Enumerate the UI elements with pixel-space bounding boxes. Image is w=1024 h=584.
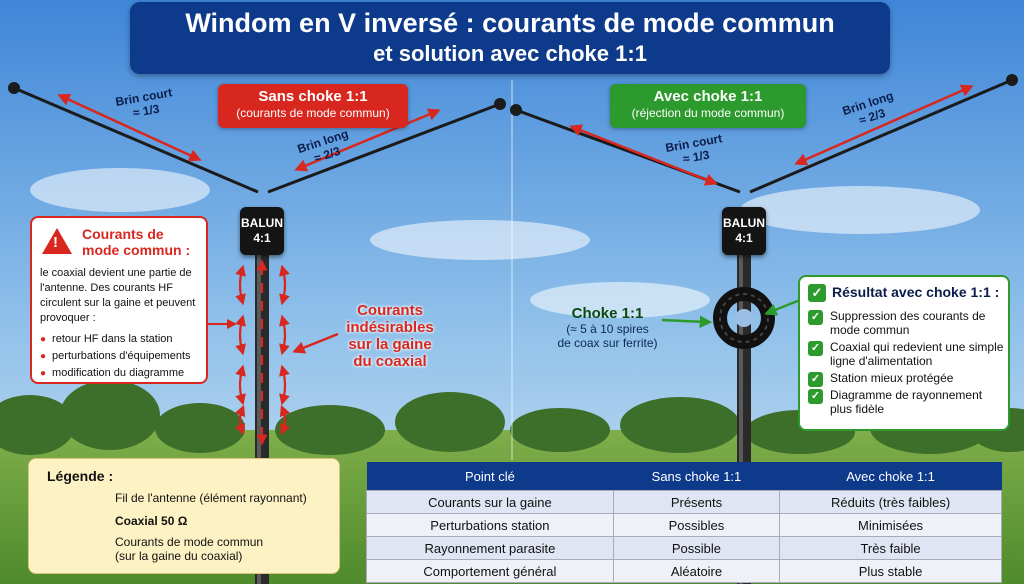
table-cell: Rayonnement parasite [366,536,614,560]
right-balun-ratio: 4:1 [735,231,753,245]
result-pointer-arrow [764,298,801,316]
right-insulator-end [510,104,522,116]
choke-label: Choke 1:1 (≈ 5 à 10 spires de coax sur f… [545,305,670,350]
table-row: Perturbations station Possibles Minimisé… [366,513,1002,537]
list-item: retour HF dans la station [40,332,191,347]
table-cell: Réduits (très faibles) [779,490,1002,514]
left-short-arrow [57,93,202,162]
list-item: modification du diagramme [40,366,191,381]
result-list: ✓ Suppression des courants de mode commun… [808,309,1006,419]
left-balun: BALUN 4:1 [240,207,284,255]
title-line-2: et solution avec choke 1:1 [373,41,647,66]
list-item: ✓ Suppression des courants de mode commun [808,309,1006,337]
list-item: ✓ Station mieux protégée [808,371,1006,387]
check-icon: ✓ [808,389,823,404]
legend-item-text: Coaxial 50 Ω [115,514,188,528]
table-cell: Perturbations station [366,513,614,537]
left-insulator-end [8,82,20,94]
result-item-text: Station mieux protégée [830,371,954,385]
common-mode-box: ! Courants de mode commun : le coaxial d… [30,216,208,384]
table-cell: Comportement général [366,559,614,583]
left-long-arrow [294,108,441,172]
common-mode-list: retour HF dans la station perturbations … [40,332,191,383]
left-balun-ratio: 4:1 [253,231,271,245]
clouds [30,168,980,318]
right-tag-title: Avec choke 1:1 [653,88,763,105]
left-insulator-end [494,98,506,110]
left-tag-sub: (courants de mode commun) [236,106,390,120]
table-header: Sans choke 1:1 [613,462,780,491]
table-cell: Possible [612,536,781,560]
legend-item: Courants de mode commun (sur la gaine du… [43,535,333,567]
undesired-pointer-arrow [292,332,339,354]
undesired-line: indésirables [346,319,434,336]
right-balun: BALUN 4:1 [722,207,766,255]
table-cell: Courants sur la gaine [366,490,614,514]
undesired-currents-label: Courants indésirables sur la gaine du co… [330,302,450,370]
table-cell: Possibles [612,513,781,537]
table-row: Comportement général Aléatoire Plus stab… [366,559,1002,583]
title-line-1: Windom en V inversé : courants de mode c… [185,8,835,38]
result-item-text: Suppression des courants de mode commun [830,309,986,337]
legend-item: Fil de l'antenne (élément rayonnant) [43,491,333,511]
result-title: Résultat avec choke 1:1 : [832,284,1000,300]
list-item: ✓ Coaxial qui redevient une simple ligne … [808,340,1006,368]
table-header: Point clé [366,462,614,491]
choke-title: Choke 1:1 [571,305,644,322]
common-mode-desc: le coaxial devient une partie de l'anten… [40,267,196,324]
table-cell: Plus stable [779,559,1002,583]
result-item-text: Diagramme de rayonnement plus fidèle [830,388,983,416]
table-row: Courants sur la gaine Présents Réduits (… [366,490,1002,514]
table-row: Rayonnement parasite Possible Très faibl… [366,536,1002,560]
warning-icon: ! [42,228,72,254]
left-tag-title: Sans choke 1:1 [258,88,368,105]
legend-item: Coaxial 50 Ω [43,514,333,534]
ferrite-choke-coil [713,287,775,349]
undesired-line: du coaxial [353,353,427,370]
undesired-line: sur la gaine [348,336,432,353]
left-tag: Sans choke 1:1 (courants de mode commun) [218,84,408,128]
check-icon: ✓ [808,372,823,387]
check-icon: ✓ [808,310,823,325]
check-icon: ✓ [808,284,826,302]
undesired-line: Courants [357,302,423,319]
table-header: Avec choke 1:1 [779,462,1002,491]
choke-line: (≈ 5 à 10 spires [566,322,649,336]
legend-item-text: Courants de mode commun (sur la gaine du… [115,535,264,563]
table-cell: Aléatoire [612,559,781,583]
list-item: perturbations d'équipements [40,349,190,364]
right-tag: Avec choke 1:1 (réjection du mode commun… [610,84,806,128]
result-box: ✓ Résultat avec choke 1:1 : ✓Suppression… [798,275,1010,431]
table-cell: Très faible [779,536,1002,560]
choke-pointer-arrow [661,315,713,328]
right-balun-name: BALUN [723,216,765,230]
title-banner: Windom en V inversé : courants de mode c… [130,2,890,74]
legend-item-text: Fil de l'antenne (élément rayonnant) [115,491,307,505]
legend-title: Légende : [47,468,114,484]
table-header-row: Point clé Sans choke 1:1 Avec choke 1:1 [366,462,1002,491]
common-mode-current-arrows [234,259,291,446]
left-balun-name: BALUN [241,216,283,230]
choke-line: de coax sur ferrite) [557,336,658,350]
right-tag-sub: (réjection du mode commun) [631,106,785,120]
list-item: ✓ Diagramme de rayonnement plus fidèle [808,388,1006,416]
result-heading: ✓ Résultat avec choke 1:1 : [808,284,1000,302]
common-mode-title: Courants de mode commun : [82,226,191,258]
legend-box: Légende : Fil de l'antenne (élément rayo… [28,458,340,574]
comparison-table: Point clé Sans choke 1:1 Avec choke 1:1 … [366,462,1002,583]
right-short-arrow [569,124,718,186]
right-insulator-end [1006,74,1018,86]
check-icon: ✓ [808,341,823,356]
table-cell: Présents [612,490,781,514]
result-item-text: Coaxial qui redevient une simple ligne d… [830,340,1004,368]
table-cell: Minimisées [779,513,1002,537]
right-long-arrow [794,84,974,166]
